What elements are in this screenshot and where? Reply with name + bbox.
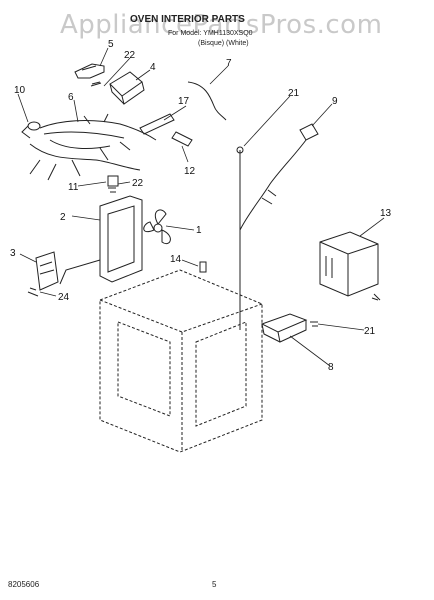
part-21-screw-b (371, 293, 381, 301)
part-7-wire (187, 81, 227, 121)
part-6-wire-harness (29, 113, 157, 181)
part-8-module (260, 313, 308, 343)
callout-3: 3 (10, 248, 16, 259)
part-4-capacitor (109, 71, 145, 105)
callout-4: 4 (150, 62, 156, 73)
part-5-bracket (74, 63, 105, 79)
doc-number: 8205606 (8, 580, 40, 589)
part-21-screw-c (310, 321, 318, 327)
part-22-screw (90, 81, 102, 87)
callout-24: 24 (58, 292, 70, 303)
part-22-screw-b (108, 187, 116, 193)
callout-14: 14 (170, 254, 182, 265)
callout-10: 10 (14, 85, 26, 96)
part-24-screw (27, 287, 39, 297)
callout-12: 12 (184, 166, 196, 177)
part-14-clip (199, 261, 207, 273)
part-10-harness (21, 121, 41, 139)
leader-lines (17, 47, 385, 367)
callout-21: 21 (288, 88, 300, 99)
diagram-title: OVEN INTERIOR PARTS (130, 14, 245, 25)
part-3-thermostat (35, 251, 59, 291)
callout-9: 9 (332, 96, 338, 107)
callout-2: 2 (60, 212, 66, 223)
part-2-fan-bracket (59, 195, 143, 285)
color-line: (Bisque) (White) (198, 40, 249, 47)
model-line: For Model: YMH1130XSQ0 (168, 30, 253, 37)
page-number: 5 (212, 580, 217, 589)
callout-11: 11 (68, 182, 79, 193)
callout-6: 6 (68, 92, 74, 103)
callout-22: 22 (124, 50, 136, 61)
part-17-connector (139, 113, 175, 135)
part-1-fan-blade (143, 209, 171, 244)
callout-7: 7 (226, 58, 232, 69)
callout-22b: 22 (132, 178, 144, 189)
callout-1: 1 (196, 225, 202, 236)
callout-21b: 21 (364, 326, 376, 337)
callout-5: 5 (108, 39, 114, 50)
callout-13: 13 (380, 208, 392, 219)
callout-17: 17 (178, 96, 190, 107)
part-9-power-cord (239, 123, 319, 231)
part-13-transformer (319, 231, 379, 297)
watermark-logo: AppliancePartsPros.com (60, 10, 383, 40)
callout-8: 8 (328, 362, 334, 373)
part-11-clip (107, 175, 119, 187)
oven-cavity (99, 269, 263, 453)
part-12-switch (171, 131, 193, 147)
callout-labels: 5 22 4 7 10 6 17 21 9 12 11 22 2 1 13 3 … (10, 39, 392, 373)
